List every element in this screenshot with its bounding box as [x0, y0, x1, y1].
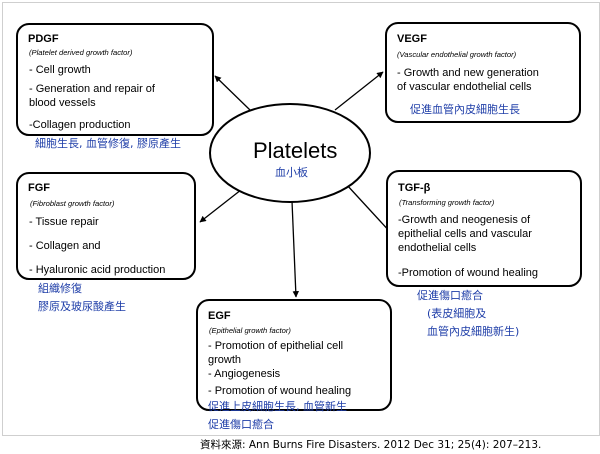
- egf-line: - Angiogenesis: [208, 368, 281, 380]
- pdgf-subtitle: (Platelet derived growth factor): [29, 48, 133, 57]
- vegf-subtitle: (Vascular endothelial growth factor): [397, 50, 517, 59]
- tgf-line: endothelial cells: [398, 242, 477, 254]
- tgf-zh: 促進傷口癒合: [417, 289, 483, 302]
- egf-line: - Promotion of wound healing: [208, 385, 352, 397]
- fgf-subtitle: (Fibroblast growth factor): [30, 199, 115, 208]
- arrow-to-vegf: [334, 71, 384, 111]
- pdgf-line: - Cell growth: [29, 64, 91, 76]
- fgf-box: [16, 172, 196, 280]
- pdgf-zh: 細胞生長, 血管修復, 膠原產生: [35, 137, 181, 150]
- vegf-line: - Growth and new generation: [397, 67, 539, 79]
- tgf-line: -Promotion of wound healing: [398, 267, 539, 279]
- egf-line: growth: [208, 354, 242, 366]
- tgf-box: [386, 170, 582, 287]
- pdgf-line: blood vessels: [29, 97, 96, 109]
- tgf-title: TGF-β: [398, 182, 431, 194]
- platelets-ellipse: [209, 103, 371, 203]
- egf-zh: 促進上皮細胞生長, 血管新生: [208, 400, 347, 413]
- pdgf-line: - Generation and repair of: [29, 83, 155, 95]
- arrow-to-pdgf: [214, 75, 251, 111]
- vegf-line: of vascular endothelial cells: [397, 81, 532, 93]
- fgf-line: - Collagen and: [29, 240, 101, 252]
- egf-zh: 促進傷口癒合: [208, 418, 274, 431]
- pdgf-box: [16, 23, 214, 136]
- center-subtitle-zh: 血小板: [275, 166, 308, 179]
- egf-title: EGF: [208, 310, 231, 322]
- arrow-to-fgf: [199, 185, 247, 223]
- arrow-to-egf: [291, 200, 300, 298]
- vegf-title: VEGF: [397, 33, 427, 45]
- fgf-line: - Tissue repair: [29, 216, 99, 228]
- tgf-line: epithelial cells and vascular: [398, 228, 532, 240]
- egf-line: - Promotion of epithelial cell: [208, 340, 344, 352]
- tgf-zh: (表皮細胞及: [427, 307, 487, 320]
- source-citation: 資料來源: Ann Burns Fire Disasters. 2012 Dec…: [200, 439, 542, 451]
- tgf-subtitle: (Transforming growth factor): [399, 198, 495, 207]
- pdgf-line: -Collagen production: [29, 119, 131, 131]
- fgf-line: - Hyaluronic acid production: [29, 264, 166, 276]
- arrow-to-tgf: [345, 183, 393, 235]
- center-title: Platelets: [253, 138, 338, 163]
- pdgf-title: PDGF: [28, 33, 59, 45]
- egf-subtitle: (Epithelial growth factor): [209, 326, 291, 335]
- tgf-zh: 血管內皮細胞新生): [427, 325, 520, 338]
- egf-box: [196, 299, 392, 411]
- tgf-line: -Growth and neogenesis of: [398, 214, 531, 226]
- fgf-zh: 膠原及玻尿酸產生: [38, 300, 126, 313]
- vegf-box: [385, 22, 581, 123]
- fgf-zh: 組織修復: [38, 282, 82, 295]
- vegf-zh: 促進血管內皮細胞生長: [410, 103, 520, 116]
- fgf-title: FGF: [28, 182, 50, 194]
